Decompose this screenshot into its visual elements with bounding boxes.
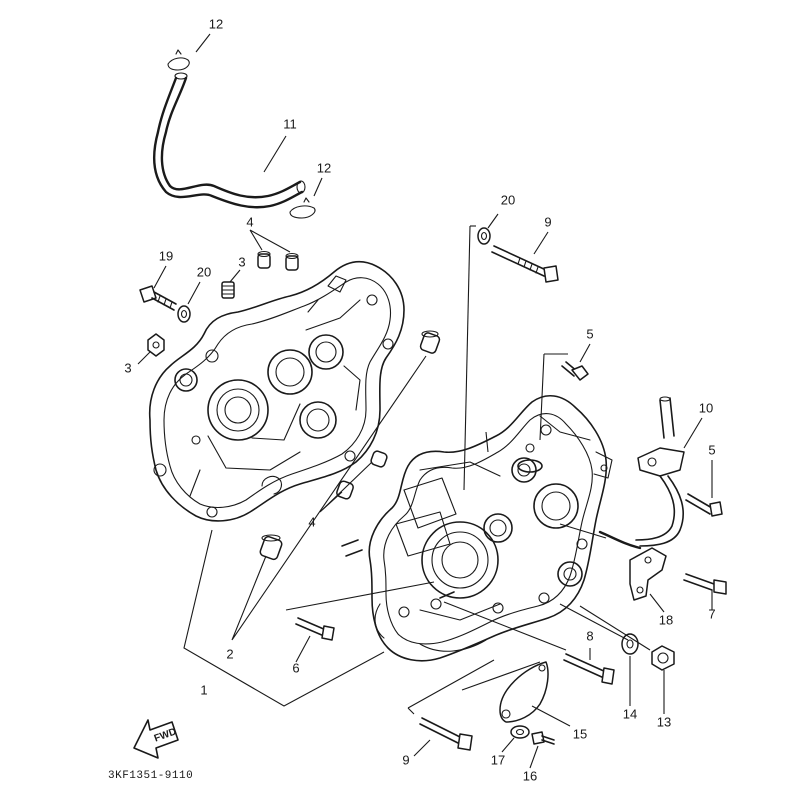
- callout-5-upper: 5: [586, 326, 594, 342]
- bolt-6: [295, 617, 335, 641]
- washer-20-left: [177, 305, 191, 323]
- callout-3-left: 3: [124, 360, 132, 376]
- washer-20-upper: [477, 227, 491, 245]
- callout-15: 15: [572, 726, 588, 742]
- dowel-pin-2b: [259, 534, 283, 561]
- callout-7: 7: [708, 606, 716, 622]
- leader-lines: [137, 33, 713, 769]
- drain-plug-upper: [221, 281, 235, 299]
- plug-left: [147, 333, 165, 357]
- bolt-16: [531, 731, 555, 745]
- callout-19: 19: [158, 248, 174, 264]
- plug-13: [651, 645, 675, 671]
- callout-18: 18: [658, 612, 674, 628]
- bolt-19: [139, 285, 177, 311]
- callout-4-upper: 4: [246, 214, 254, 230]
- callout-2: 2: [226, 646, 234, 662]
- bolt-5-right: [685, 493, 723, 517]
- bolt-8: [563, 653, 615, 685]
- hose-clip-lower: [289, 197, 316, 219]
- bolt-9-lower: [419, 717, 473, 751]
- callout-17: 17: [490, 752, 506, 768]
- callout-20-left: 20: [196, 264, 212, 280]
- callout-20-upper: 20: [500, 192, 516, 208]
- callout-5-right: 5: [708, 442, 716, 458]
- callout-16: 16: [522, 768, 538, 784]
- bolt-9-upper: [491, 245, 559, 283]
- washer-17: [510, 725, 530, 739]
- callout-12-upper: 12: [208, 16, 224, 32]
- breather-hose: [153, 72, 306, 209]
- hose-clip-upper: [167, 49, 190, 71]
- callout-8: 8: [586, 628, 594, 644]
- plate-15: [499, 661, 549, 723]
- callout-14: 14: [622, 706, 638, 722]
- callout-1: 1: [200, 682, 208, 698]
- bracket-18: [629, 547, 667, 601]
- dowel-pins-lower: [336, 450, 388, 500]
- crankcase-right: [341, 395, 613, 662]
- callout-6: 6: [292, 660, 300, 676]
- fwd-arrow-icon: [133, 719, 179, 759]
- callout-13: 13: [656, 714, 672, 730]
- dowel-pins-upper: [257, 250, 299, 271]
- diagram-code: 3KF1351-9110: [108, 770, 194, 782]
- callout-3-upper: 3: [238, 254, 246, 270]
- callout-9-lower: 9: [402, 752, 410, 768]
- bolt-5-upper: [561, 361, 589, 381]
- dowel-pin-2a: [419, 330, 441, 354]
- bolt-7: [683, 573, 727, 595]
- callout-12-lower: 12: [316, 160, 332, 176]
- tube-10: [635, 396, 685, 547]
- callout-11: 11: [283, 116, 297, 132]
- callout-10: 10: [698, 400, 714, 416]
- callout-4-lower: 4: [308, 514, 316, 530]
- callout-9-upper: 9: [544, 214, 552, 230]
- wire-10: [598, 530, 642, 550]
- crankcase-left: [148, 260, 405, 522]
